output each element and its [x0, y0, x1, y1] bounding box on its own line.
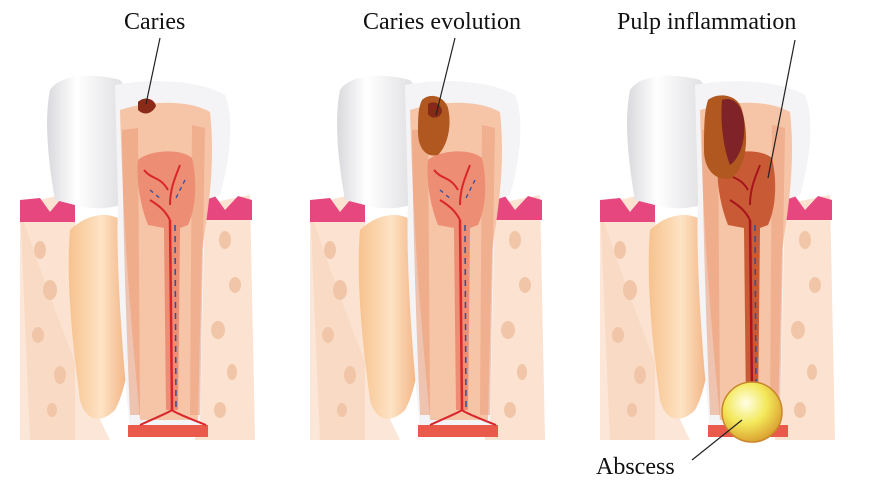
tooth-panel-caries-evolution — [310, 76, 545, 440]
label-caries-evolution: Caries evolution — [363, 10, 521, 34]
label-caries: Caries — [124, 10, 185, 34]
tooth-panel-caries — [20, 76, 255, 440]
label-pulp-inflammation: Pulp inflammation — [617, 10, 796, 34]
tooth-panel-pulp-inflammation — [600, 76, 835, 442]
abscess-bulb — [722, 382, 782, 442]
label-abscess: Abscess — [596, 455, 675, 479]
